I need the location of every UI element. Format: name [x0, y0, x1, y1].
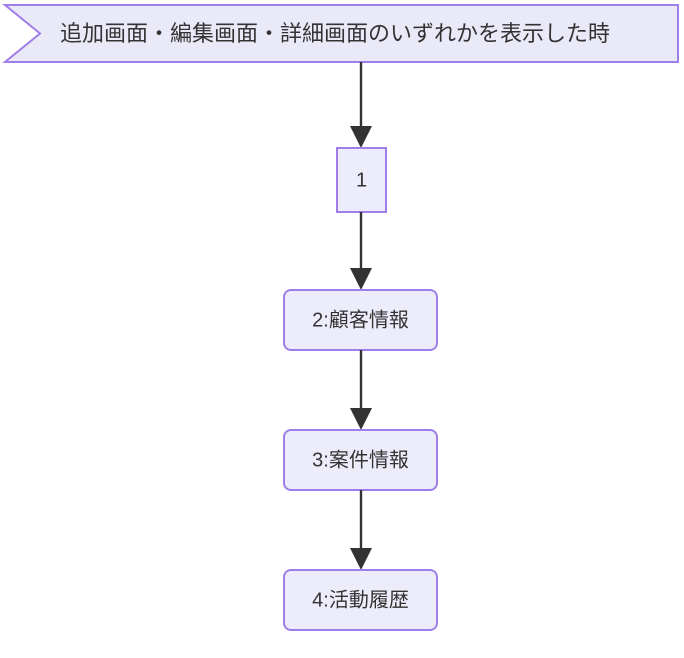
- node-4[interactable]: 4:活動履歴: [283, 569, 438, 631]
- banner-node[interactable]: 追加画面・編集画面・詳細画面のいずれかを表示した時: [2, 4, 679, 63]
- edge-arrowhead: [350, 268, 372, 290]
- edge-arrowhead: [350, 408, 372, 430]
- banner-shape: [2, 4, 679, 63]
- edge-arrowhead: [350, 548, 372, 570]
- node-1-label: 1: [356, 169, 367, 191]
- edge-2-to-3: [350, 350, 372, 430]
- node-2-label: 2:顧客情報: [312, 308, 409, 331]
- node-1[interactable]: 1: [336, 147, 387, 213]
- node-3[interactable]: 3:案件情報: [283, 429, 438, 491]
- node-1-shape: [336, 147, 387, 213]
- edge-banner-to-1: [350, 62, 372, 148]
- edge-1-to-2: [350, 212, 372, 290]
- node-2[interactable]: 2:顧客情報: [283, 289, 438, 351]
- node-4-shape: [283, 569, 438, 631]
- banner-label: 追加画面・編集画面・詳細画面のいずれかを表示した時: [60, 21, 610, 46]
- node-4-label: 4:活動履歴: [312, 588, 409, 611]
- edge-3-to-4: [350, 490, 372, 570]
- edge-arrowhead: [350, 126, 372, 148]
- node-3-label: 3:案件情報: [312, 448, 409, 471]
